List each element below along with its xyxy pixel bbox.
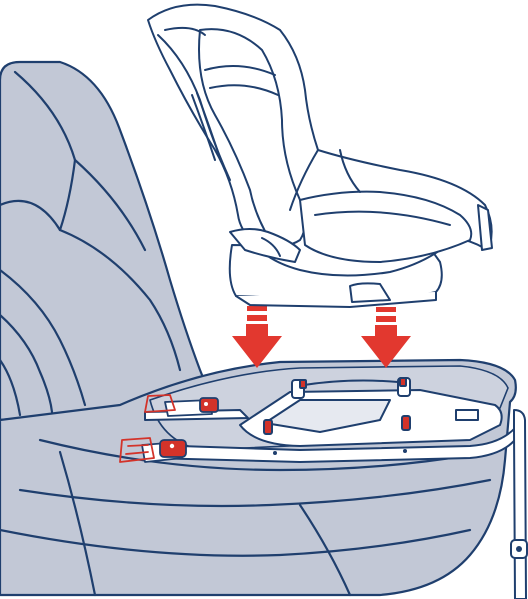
support-leg [514,410,526,599]
latch-dot [170,444,174,448]
latch-dot [204,402,208,406]
rail-rivet [273,451,277,455]
base-indicator-window [456,410,478,420]
child-car-seat [148,5,492,307]
arrow-down-icon [232,297,282,368]
arrow-down-left [232,297,282,368]
arrow-down-icon [361,298,411,368]
support-leg-button [516,546,522,552]
base-pin [402,416,410,430]
base-pin [300,380,306,388]
rail-rivet [403,449,407,453]
arrow-down-right [361,298,411,368]
latch-release-button [200,398,218,412]
base-pin [264,420,272,434]
latch-release-button [160,440,186,457]
base-pin [400,378,406,386]
